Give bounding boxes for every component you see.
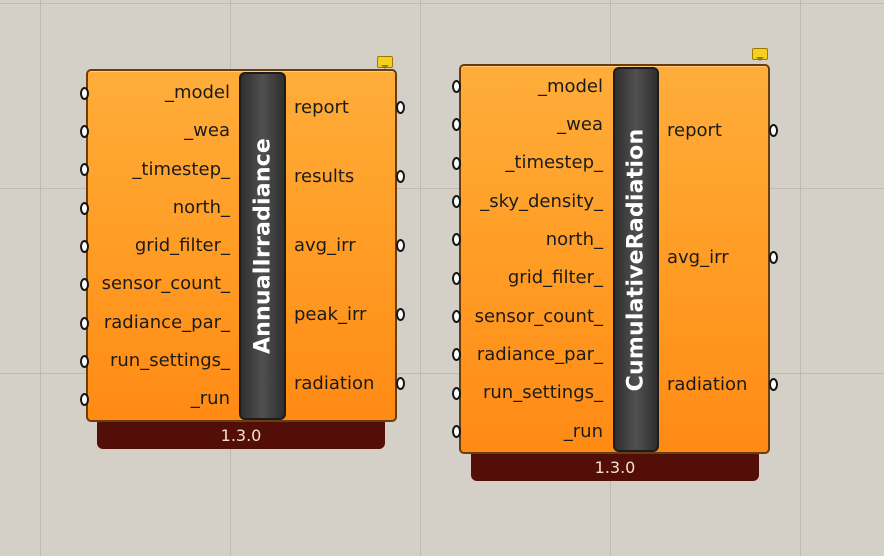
message-balloon-icon[interactable] (752, 48, 768, 61)
input-port[interactable] (80, 202, 89, 215)
input-param: north_ (172, 197, 230, 218)
input-param: sensor_count_ (101, 273, 230, 294)
component-title: AnnualIrradiance (250, 137, 275, 355)
output-param: avg_irr (294, 235, 356, 256)
output-port[interactable] (396, 308, 405, 321)
input-param: _sky_density_ (480, 191, 603, 212)
input-port[interactable] (452, 310, 461, 323)
input-port[interactable] (80, 355, 89, 368)
output-param: avg_irr (667, 247, 729, 268)
input-port[interactable] (80, 278, 89, 291)
output-port[interactable] (396, 377, 405, 390)
output-param: radiation (667, 374, 748, 395)
component-title-bar[interactable]: CumulativeRadiation (613, 67, 659, 452)
input-port[interactable] (452, 233, 461, 246)
input-param: sensor_count_ (474, 306, 603, 327)
cumulative-radiation-component[interactable]: 1.3.0 CumulativeRadiation _model _wea _t… (452, 48, 782, 488)
output-param: report (294, 97, 349, 118)
input-param: _model (164, 82, 230, 103)
component-title-bar[interactable]: AnnualIrradiance (239, 72, 286, 420)
input-port[interactable] (452, 157, 461, 170)
message-balloon-icon[interactable] (377, 56, 393, 69)
output-port[interactable] (396, 239, 405, 252)
input-param: _run (190, 388, 230, 409)
input-param: radiance_par_ (103, 312, 230, 333)
input-port[interactable] (80, 87, 89, 100)
input-port[interactable] (452, 118, 461, 131)
output-port[interactable] (769, 251, 778, 264)
output-param: radiation (294, 373, 375, 394)
input-param: grid_filter_ (507, 267, 603, 288)
annual-irradiance-component[interactable]: 1.3.0 AnnualIrradiance _model _wea _time… (80, 56, 410, 456)
input-param: _wea (557, 114, 603, 135)
input-port[interactable] (80, 240, 89, 253)
input-param: north_ (545, 229, 603, 250)
output-port[interactable] (769, 124, 778, 137)
input-port[interactable] (452, 195, 461, 208)
input-param: run_settings_ (483, 382, 603, 403)
input-param: grid_filter_ (134, 235, 230, 256)
input-param: _timestep_ (132, 159, 230, 180)
input-port[interactable] (452, 348, 461, 361)
input-port[interactable] (452, 425, 461, 438)
input-port[interactable] (452, 387, 461, 400)
component-title: CumulativeRadiation (623, 128, 649, 391)
input-param: _model (537, 76, 603, 97)
output-param: report (667, 120, 722, 141)
input-param: _timestep_ (505, 152, 603, 173)
output-param: results (294, 166, 355, 187)
input-port[interactable] (80, 393, 89, 406)
version-label: 1.3.0 (97, 422, 385, 449)
input-param: _run (563, 421, 603, 442)
version-label: 1.3.0 (471, 454, 759, 481)
input-port[interactable] (80, 125, 89, 138)
input-port[interactable] (80, 317, 89, 330)
input-port[interactable] (80, 163, 89, 176)
input-param: _wea (184, 120, 230, 141)
output-param: peak_irr (294, 304, 367, 325)
input-port[interactable] (452, 272, 461, 285)
output-port[interactable] (396, 101, 405, 114)
input-port[interactable] (452, 80, 461, 93)
input-param: radiance_par_ (476, 344, 603, 365)
input-param: run_settings_ (110, 350, 230, 371)
output-port[interactable] (769, 378, 778, 391)
output-port[interactable] (396, 170, 405, 183)
